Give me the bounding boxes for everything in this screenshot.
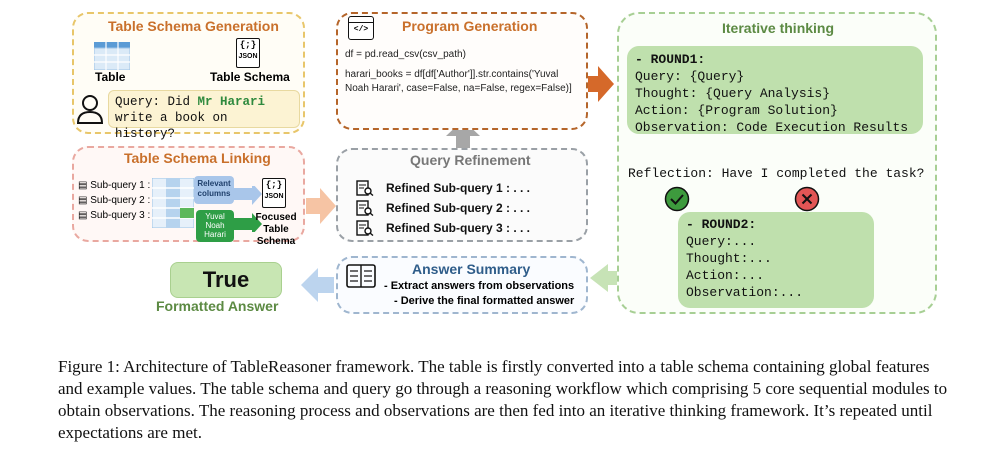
table-schema-label: Table Schema xyxy=(210,70,290,84)
subquery-text: Sub-query 2 : . . . xyxy=(90,195,167,206)
refined-list: Refined Sub-query 1 : . . . Refined Sub-… xyxy=(356,178,530,238)
round2-line: Observation:... xyxy=(686,285,804,300)
focused-schema-label: Focused Table Schema xyxy=(248,212,304,248)
focused-label-line: Focused xyxy=(255,212,297,223)
code-line: harari_books = df[df['Author']].str.cont… xyxy=(345,69,559,80)
round1-heading: - ROUND1: xyxy=(635,52,706,67)
query-prefix: Query: Did xyxy=(115,95,198,109)
round2-box: - ROUND2: Query:... Thought:... Action:.… xyxy=(678,212,874,308)
query-suffix: write a book on history? xyxy=(115,111,228,141)
query-highlight: Mr Harari xyxy=(197,95,266,109)
subquery-text: Sub-query 3 : . . . xyxy=(90,210,167,221)
summary-line: - Extract answers from observations xyxy=(384,280,575,292)
json-glyph: {;} xyxy=(239,40,257,50)
table-label: Table xyxy=(95,70,126,84)
relevant-columns-tag: Relevant columns xyxy=(194,176,234,204)
round2-heading: - ROUND2: xyxy=(686,217,757,232)
round2-line: Query:... xyxy=(686,234,757,249)
round2-line: Thought:... xyxy=(686,251,772,266)
subquery-item: ▤ Sub-query 1 : . . . xyxy=(78,180,167,191)
code-line: Noah Harari', case=False, na=False, rege… xyxy=(345,83,572,94)
mini-table-icon xyxy=(152,178,194,228)
subquery-text: Sub-query 1 : . . . xyxy=(90,180,167,191)
code-window-icon: </> xyxy=(348,16,374,40)
refined-item: Refined Sub-query 2 : . . . xyxy=(356,198,530,218)
refined-text: Refined Sub-query 1 : . . . xyxy=(386,181,531,195)
program-generation-title: Program Generation xyxy=(402,18,538,34)
round1-line: Query: {Query} xyxy=(635,69,745,84)
value-line: Harari xyxy=(204,230,226,239)
cross-icon xyxy=(794,186,820,212)
round1-line: Action: {Program Solution} xyxy=(635,103,838,118)
refined-text: Refined Sub-query 3 : . . . xyxy=(386,221,531,235)
iterative-thinking-title: Iterative thinking xyxy=(722,20,835,36)
arrow-summary-to-answer xyxy=(301,268,334,302)
figure-caption: Figure 1: Architecture of TableReasoner … xyxy=(58,357,948,442)
query-refinement-title: Query Refinement xyxy=(410,152,531,168)
value-line: Noah xyxy=(205,221,225,230)
focused-json-icon: {;} JSON xyxy=(262,178,286,208)
schema-linking-title: Table Schema Linking xyxy=(124,150,271,166)
answer-value: True xyxy=(170,262,282,298)
json-file-icon: {;} JSON xyxy=(236,38,260,68)
summary-line: - Derive the final formatted answer xyxy=(394,295,575,307)
arrow-refinement-to-program xyxy=(446,120,480,148)
code-window-bar xyxy=(349,17,373,23)
refined-text: Refined Sub-query 2 : . . . xyxy=(386,201,531,215)
program-generation-module xyxy=(336,12,588,130)
link-arrows xyxy=(234,186,262,232)
arrow-linking-to-refinement xyxy=(306,188,336,224)
book-list-icon xyxy=(346,264,376,288)
arrow-program-to-iterative xyxy=(588,66,614,102)
focused-label-line: Table Schema xyxy=(256,224,296,247)
query-refinement-module xyxy=(336,148,588,242)
check-icon xyxy=(664,186,690,212)
subquery-list: ▤ Sub-query 1 : . . . ▤ Sub-query 2 : . … xyxy=(78,180,167,225)
round2-line: Action:... xyxy=(686,268,765,283)
value-line: Yuval xyxy=(205,212,225,221)
query-bubble: Query: Did Mr Harari write a book on his… xyxy=(108,90,300,141)
json-glyph: {;} xyxy=(265,180,283,190)
document-search-icon xyxy=(356,200,374,216)
answer-summary-title: Answer Summary xyxy=(412,261,531,277)
answer-summary-module xyxy=(336,256,588,314)
schema-generation-title: Table Schema Generation xyxy=(108,18,279,34)
table-icon xyxy=(94,42,130,70)
reflection-text: Reflection: Have I completed the task? xyxy=(628,166,925,181)
value-tag: Yuval Noah Harari xyxy=(196,210,234,242)
formatted-answer-label: Formatted Answer xyxy=(156,298,279,314)
round1-box: - ROUND1: Query: {Query} Thought: {Query… xyxy=(627,46,923,135)
refined-item: Refined Sub-query 3 : . . . xyxy=(356,218,530,238)
document-search-icon xyxy=(356,220,374,236)
code-line: df = pd.read_csv(csv_path) xyxy=(345,49,466,60)
round1-line: Thought: {Query Analysis} xyxy=(635,86,831,101)
json-label: JSON xyxy=(238,53,258,60)
user-icon xyxy=(76,95,104,124)
json-label: JSON xyxy=(264,193,284,200)
document-search-icon xyxy=(356,180,374,196)
arrowhead-iterative-to-summary xyxy=(590,264,608,292)
subquery-item: ▤ Sub-query 2 : . . . xyxy=(78,195,167,206)
code-glyph: </> xyxy=(353,25,369,34)
round1-line: Observation: Code Execution Results xyxy=(635,120,909,135)
subquery-item: ▤ Sub-query 3 : . . . xyxy=(78,210,167,221)
refined-item: Refined Sub-query 1 : . . . xyxy=(356,178,530,198)
